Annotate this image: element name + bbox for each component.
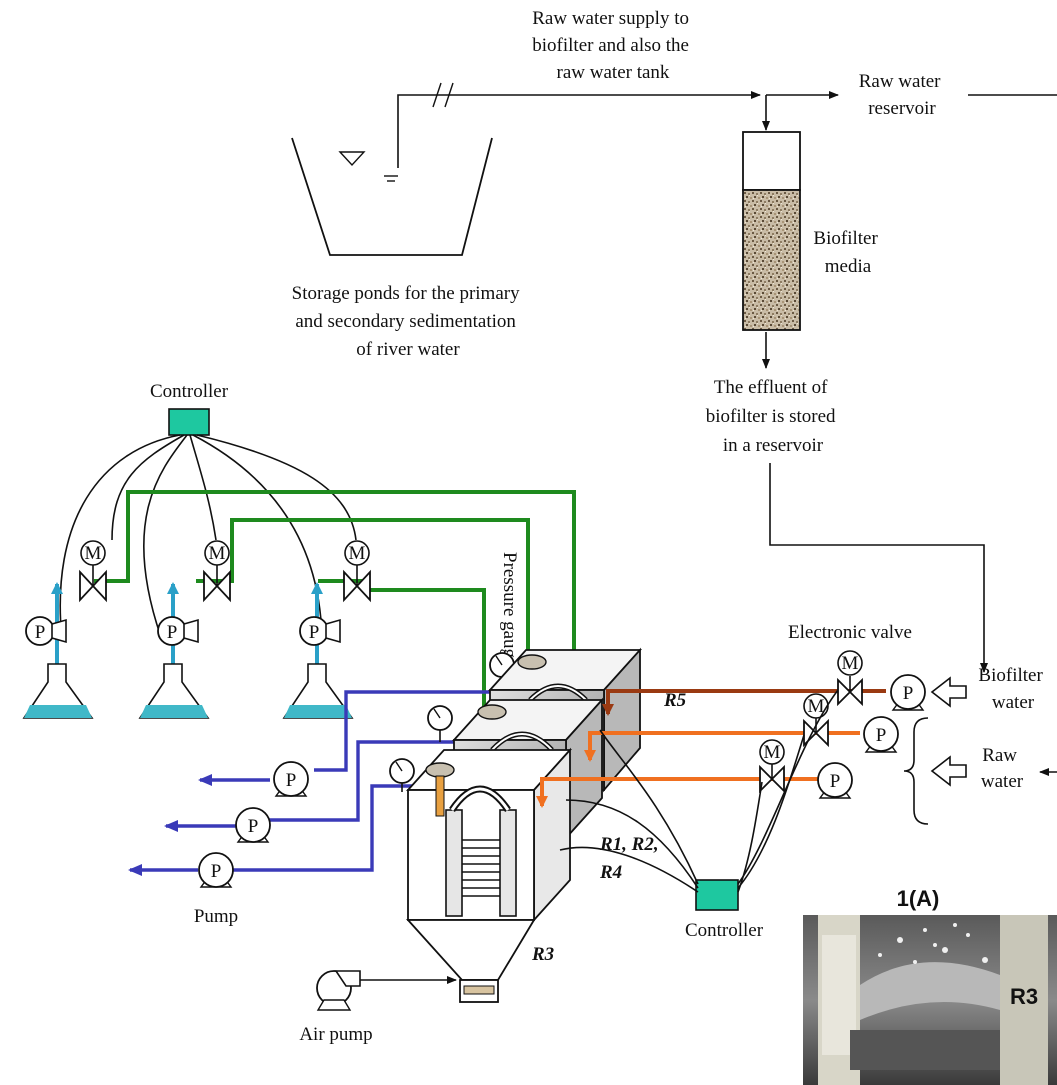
- dosing-unit-1: P M: [24, 541, 106, 718]
- svg-text:P: P: [35, 622, 46, 643]
- electronic-valve-label: Electronic valve: [788, 622, 912, 643]
- controller-top: [169, 409, 209, 435]
- raw-water-brace: [904, 718, 928, 824]
- storage-pond: [292, 138, 492, 255]
- controller-bottom-label: Controller: [685, 920, 764, 941]
- feed-pump-raw-1: P: [864, 717, 898, 752]
- photo-r3-label: R3: [1010, 984, 1038, 1009]
- raw-supply-label: Raw water supply to biofilter and also t…: [532, 8, 693, 83]
- permeate-pump-3: P: [199, 853, 233, 887]
- pump-label: Pump: [194, 906, 238, 927]
- svg-text:M: M: [85, 543, 102, 564]
- biofilter-media-label: Biofilter media: [813, 228, 882, 277]
- biofilter-column: [743, 132, 800, 368]
- raw-water-arrow-icon: [932, 757, 966, 785]
- svg-text:P: P: [286, 770, 297, 791]
- pressure-gauge-label: Pressure gauge: [499, 552, 520, 667]
- flask: [140, 664, 208, 718]
- motor-valve-r3: M: [760, 740, 784, 791]
- dosing-pump: P: [300, 617, 340, 645]
- effluent-label: The effluent of biofilter is stored in a…: [706, 377, 841, 456]
- controller-top-label: Controller: [150, 381, 229, 402]
- svg-text:P: P: [876, 725, 887, 746]
- flask: [24, 664, 92, 718]
- svg-text:P: P: [248, 816, 259, 837]
- raw-water-label: Raw water: [981, 745, 1024, 792]
- biofilter-water-arrow-icon: [932, 678, 966, 706]
- feed-pump-raw-2: P: [818, 763, 852, 798]
- r124-label: R1, R2, R4: [599, 834, 663, 883]
- motor-valve: M: [344, 541, 370, 600]
- motor-valve: M: [204, 541, 230, 600]
- motor-valve-r2: M: [804, 694, 828, 745]
- feed-pump-biofilter: P: [891, 675, 925, 710]
- storage-ponds-label: Storage ponds for the primary and second…: [292, 283, 525, 360]
- flask: [284, 664, 352, 718]
- svg-text:P: P: [903, 683, 914, 704]
- dosing-unit-2: P M: [140, 541, 230, 718]
- svg-text:M: M: [764, 742, 781, 763]
- r3-label: R3: [531, 944, 554, 965]
- raw-supply-pipe: [398, 83, 1057, 168]
- svg-text:M: M: [349, 543, 366, 564]
- r5-label: R5: [663, 690, 687, 711]
- permeate-pump-1: P: [274, 762, 308, 796]
- motor-valve: M: [80, 541, 106, 600]
- dosing-pump: P: [26, 617, 66, 645]
- air-pump-label: Air pump: [299, 1024, 372, 1045]
- svg-text:P: P: [309, 622, 320, 643]
- biofilter-water-label: Biofilter water: [978, 665, 1047, 713]
- raw-reservoir-label: Raw water reservoir: [859, 71, 946, 119]
- controller-bottom: [696, 880, 738, 910]
- svg-text:M: M: [209, 543, 226, 564]
- motor-valve-r1: M: [838, 651, 862, 704]
- photo-title: 1(A): [897, 886, 940, 911]
- svg-text:P: P: [211, 861, 222, 882]
- svg-text:P: P: [167, 622, 178, 643]
- permeate-pump-2: P: [236, 808, 270, 842]
- air-pump: [317, 971, 456, 1010]
- dosing-pump: P: [158, 617, 198, 645]
- svg-text:P: P: [830, 771, 841, 792]
- svg-text:M: M: [842, 653, 859, 674]
- controller-top-wires: [60, 435, 356, 640]
